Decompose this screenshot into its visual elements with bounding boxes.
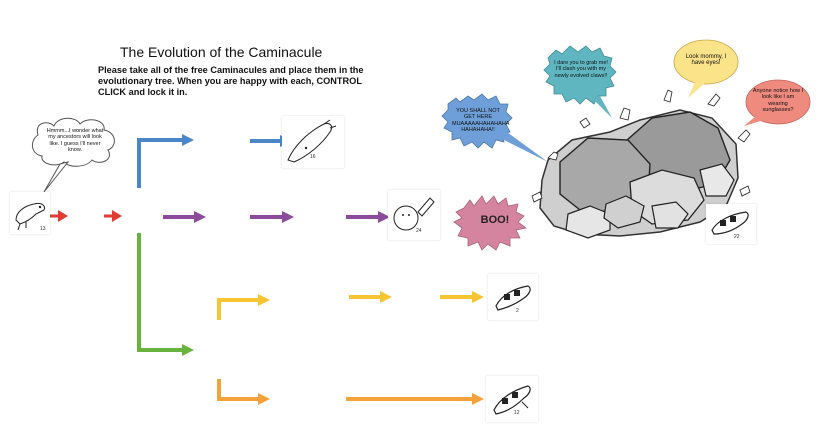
red-arrow-2 [104,210,122,222]
caminacule-card-yellow[interactable]: 2 [488,274,538,320]
yellow-branch-arrow [217,294,270,320]
purple-arrow-3 [346,211,390,223]
caminacule-card-mid[interactable]: 24 [388,190,440,240]
caminacule-rock-icon [711,211,749,235]
caminacule-card-orange[interactable]: 12 [486,376,538,422]
purple-arrow-1 [163,211,206,223]
page-title: The Evolution of the Caminacule [120,44,323,60]
ancestor-thought-bubble [32,117,115,193]
yellow-arrow-3 [440,291,484,303]
eyes-bubble [673,39,739,98]
caminacule-card-rock[interactable]: 22 [706,204,756,244]
dare-text: I dare you to grab me! I'll clash you wi… [554,60,608,79]
shall-not-text: YOU SHALL NOT GET HERE MUAAAAAHAHAHAHA H… [452,108,510,134]
purple-arrow-2 [250,211,294,223]
caminacule-orange-icon [493,385,531,415]
card-number: 16 [310,154,316,160]
boo-text: BOO! [480,214,510,226]
caminacule-top-icon [287,119,337,163]
boo-starburst [453,195,527,251]
caminacule-card-start[interactable]: 13 [10,192,50,234]
sunglasses-text: Anyone notice how I look like I am weari… [752,88,804,114]
red-arrow-1 [50,210,68,222]
shall-not-bubble [441,93,548,162]
green-branch-arrow [137,233,194,356]
ancestor-thought-text: Hmmm...I wonder what my ancestors will l… [46,128,104,154]
card-number: 22 [734,234,740,240]
caminacule-yellow-icon [495,285,531,311]
card-number: 2 [516,308,519,314]
caminacule-start-icon [15,203,45,231]
rock-pile [531,89,751,239]
sunglasses-bubble [744,79,811,126]
instructions-text: Please take all of the free Caminacules … [98,65,364,97]
blue-branch-arrow [137,134,194,188]
card-number: 12 [514,410,520,416]
yellow-arrow-2 [349,291,392,303]
dare-bubble [543,45,617,118]
orange-branch-arrow [217,379,270,405]
card-number: 13 [40,226,46,232]
card-number: 24 [416,228,422,234]
eyes-text: Look mommy, I have eyes! [685,54,727,67]
caminacule-mid-icon [393,197,435,231]
orange-arrow-long [346,393,484,405]
caminacule-card-top[interactable]: 16 [282,116,344,168]
